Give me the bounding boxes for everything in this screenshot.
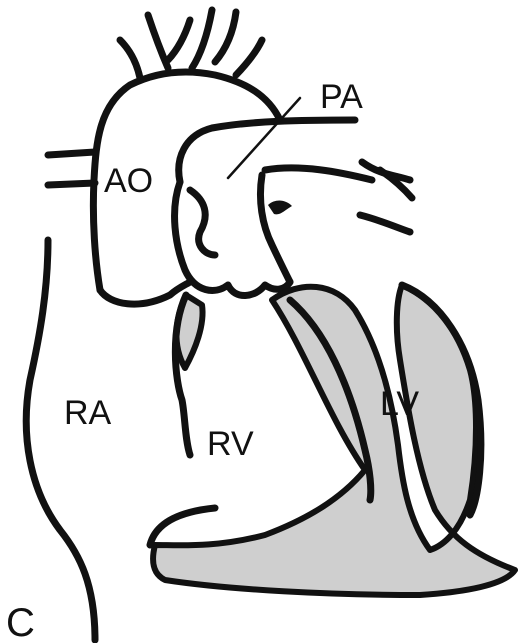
pulmonary-branch <box>265 168 372 180</box>
label-lv: LV <box>380 385 419 423</box>
label-pa: PA <box>320 78 363 116</box>
panel-label: C <box>6 601 35 643</box>
label-ra: RA <box>64 394 112 432</box>
rv-floor <box>150 508 215 545</box>
pulmonary-root-wall <box>260 175 290 282</box>
label-ao: AO <box>104 162 153 200</box>
aortic-root-outline <box>100 282 190 304</box>
right-atrium-outline <box>26 240 95 640</box>
aortic-side-branches <box>48 152 95 185</box>
ductus-mark <box>268 201 292 215</box>
label-rv: RV <box>207 425 254 463</box>
arch-branch-vessels <box>120 10 262 78</box>
valve-sinus <box>190 190 215 255</box>
left-atrium-outline <box>360 215 410 232</box>
